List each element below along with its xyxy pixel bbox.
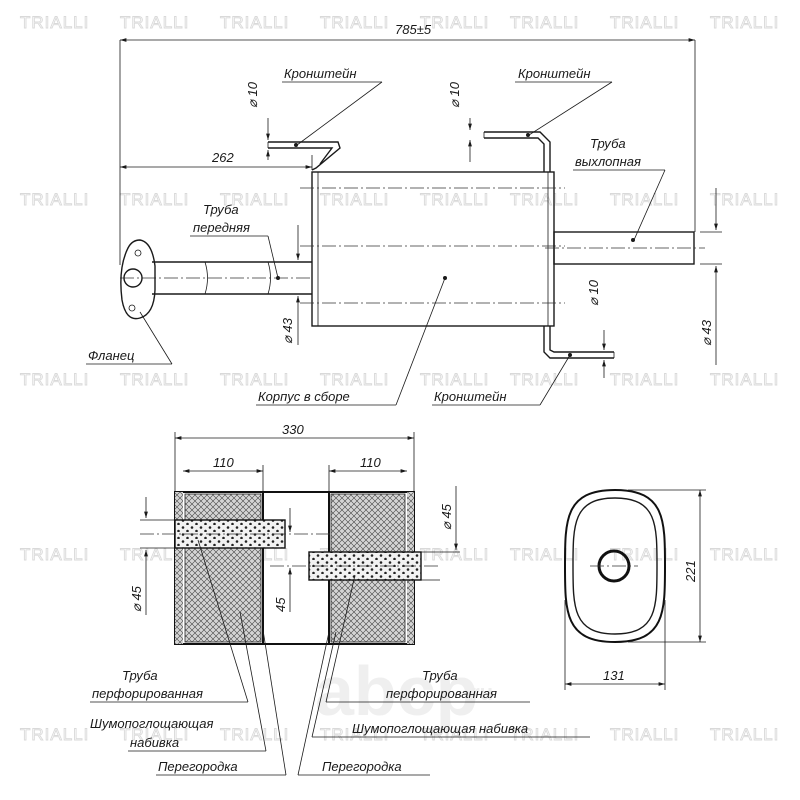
end-width-text: 131 (603, 668, 625, 683)
watermark: TRIALLI (610, 725, 679, 744)
perf-pipe-right-label-1: Труба (422, 668, 458, 683)
exhaust-pipe-label-1: Труба (590, 136, 626, 151)
front-pipe-label-1: Труба (203, 202, 239, 217)
bracket-left (268, 141, 341, 171)
watermark: TRIALLI (610, 545, 679, 564)
watermark: TRIALLI (710, 190, 779, 209)
front-pipe-dim: ⌀ 43 (280, 317, 295, 344)
watermark: TRIALLI (120, 13, 189, 32)
watermark-grid: TRIALLI TRIALLI TRIALLI TRIALLI TRIALLI TRIAL… (20, 13, 779, 745)
body-assembly-label: Корпус в сборе (258, 389, 350, 404)
flange (120, 239, 156, 320)
top-view: 785±5 262 (86, 22, 722, 406)
end-height-text: 221 (683, 560, 698, 583)
watermark: TRIALLI (120, 370, 189, 389)
baffle-right-label: Перегородка (322, 759, 402, 774)
watermark: TRIALLI (420, 370, 489, 389)
pipe-dia-left-text: ⌀ 45 (129, 585, 144, 612)
watermark: TRIALLI (120, 725, 189, 744)
section-view: 330 110 110 ⌀ 45 ⌀ 45 (90, 422, 590, 776)
exhaust-pipe-label-2: выхлопная (575, 154, 641, 169)
perf-pipe-left-label-2: перфорированная (92, 686, 203, 701)
offset-dimension-text: 262 (211, 150, 234, 165)
section-width-text: 330 (282, 422, 304, 437)
end-outline-outer (563, 488, 667, 644)
pipe-offset-text: 45 (273, 597, 288, 612)
watermark: TRIALLI (610, 13, 679, 32)
watermark: TRIALLI (320, 725, 389, 744)
watermark: TRIALLI (120, 545, 189, 564)
watermark: TRIALLI (20, 190, 89, 209)
watermark: TRIALLI (20, 545, 89, 564)
bracket-middle-dim: ⌀ 10 (447, 81, 462, 108)
chamber-left-text: 110 (213, 455, 234, 470)
flange-label: Фланец (88, 348, 134, 363)
watermark: TRIALLI (420, 725, 489, 744)
watermark: TRIALLI (220, 13, 289, 32)
overall-length-text: 785±5 (395, 22, 432, 37)
site-logo: abcp .ru (315, 652, 493, 730)
watermark: TRIALLI (420, 545, 489, 564)
perf-pipe-right-label-2: перфорированная (386, 686, 497, 701)
watermark: TRIALLI (20, 725, 89, 744)
watermark: TRIALLI (510, 190, 579, 209)
baffle-left-label: Перегородка (158, 759, 238, 774)
bracket-middle-label: Кронштейн (518, 66, 591, 81)
front-pipe-label-2: передняя (193, 220, 250, 235)
exhaust-pipe-dim: ⌀ 43 (699, 319, 714, 346)
watermark: TRIALLI (710, 370, 779, 389)
packing-left (184, 493, 262, 643)
watermark: TRIALLI (320, 190, 389, 209)
watermark: TRIALLI (420, 190, 489, 209)
svg-text:.ru: .ru (465, 680, 493, 705)
packing-left-label-2: набивка (130, 735, 179, 750)
bracket-left-dim: ⌀ 10 (245, 81, 260, 108)
bracket-right (543, 326, 614, 359)
watermark: TRIALLI (220, 725, 289, 744)
watermark: TRIALLI (610, 190, 679, 209)
pipe-dia-right-text: ⌀ 45 (439, 503, 454, 530)
watermark: TRIALLI (320, 370, 389, 389)
watermark: TRIALLI (510, 370, 579, 389)
svg-text:abcp: abcp (315, 652, 478, 730)
bracket-left-label: Кронштейн (284, 66, 357, 81)
packing-right-label: Шумопоглощающая набивка (352, 721, 528, 736)
watermark: TRIALLI (320, 13, 389, 32)
bracket-middle (484, 131, 551, 172)
watermark: TRIALLI (510, 545, 579, 564)
watermark: TRIALLI (20, 370, 89, 389)
watermark: TRIALLI (20, 13, 89, 32)
perf-pipe-left-label-1: Труба (122, 668, 158, 683)
bracket-right-label: Кронштейн (434, 389, 507, 404)
watermark: TRIALLI (220, 370, 289, 389)
watermark: TRIALLI (420, 13, 489, 32)
watermark: TRIALLI (510, 725, 579, 744)
watermark: TRIALLI (710, 545, 779, 564)
watermark: TRIALLI (510, 13, 579, 32)
watermark: TRIALLI (220, 190, 289, 209)
chamber-right-text: 110 (360, 455, 381, 470)
watermark: TRIALLI (120, 190, 189, 209)
watermark: TRIALLI (710, 13, 779, 32)
end-view: 221 131 (563, 488, 706, 690)
watermark: TRIALLI (610, 370, 679, 389)
bracket-right-dim: ⌀ 10 (586, 279, 601, 306)
packing-left-label-1: Шумопоглощающая (90, 716, 213, 731)
watermark: TRIALLI (710, 725, 779, 744)
